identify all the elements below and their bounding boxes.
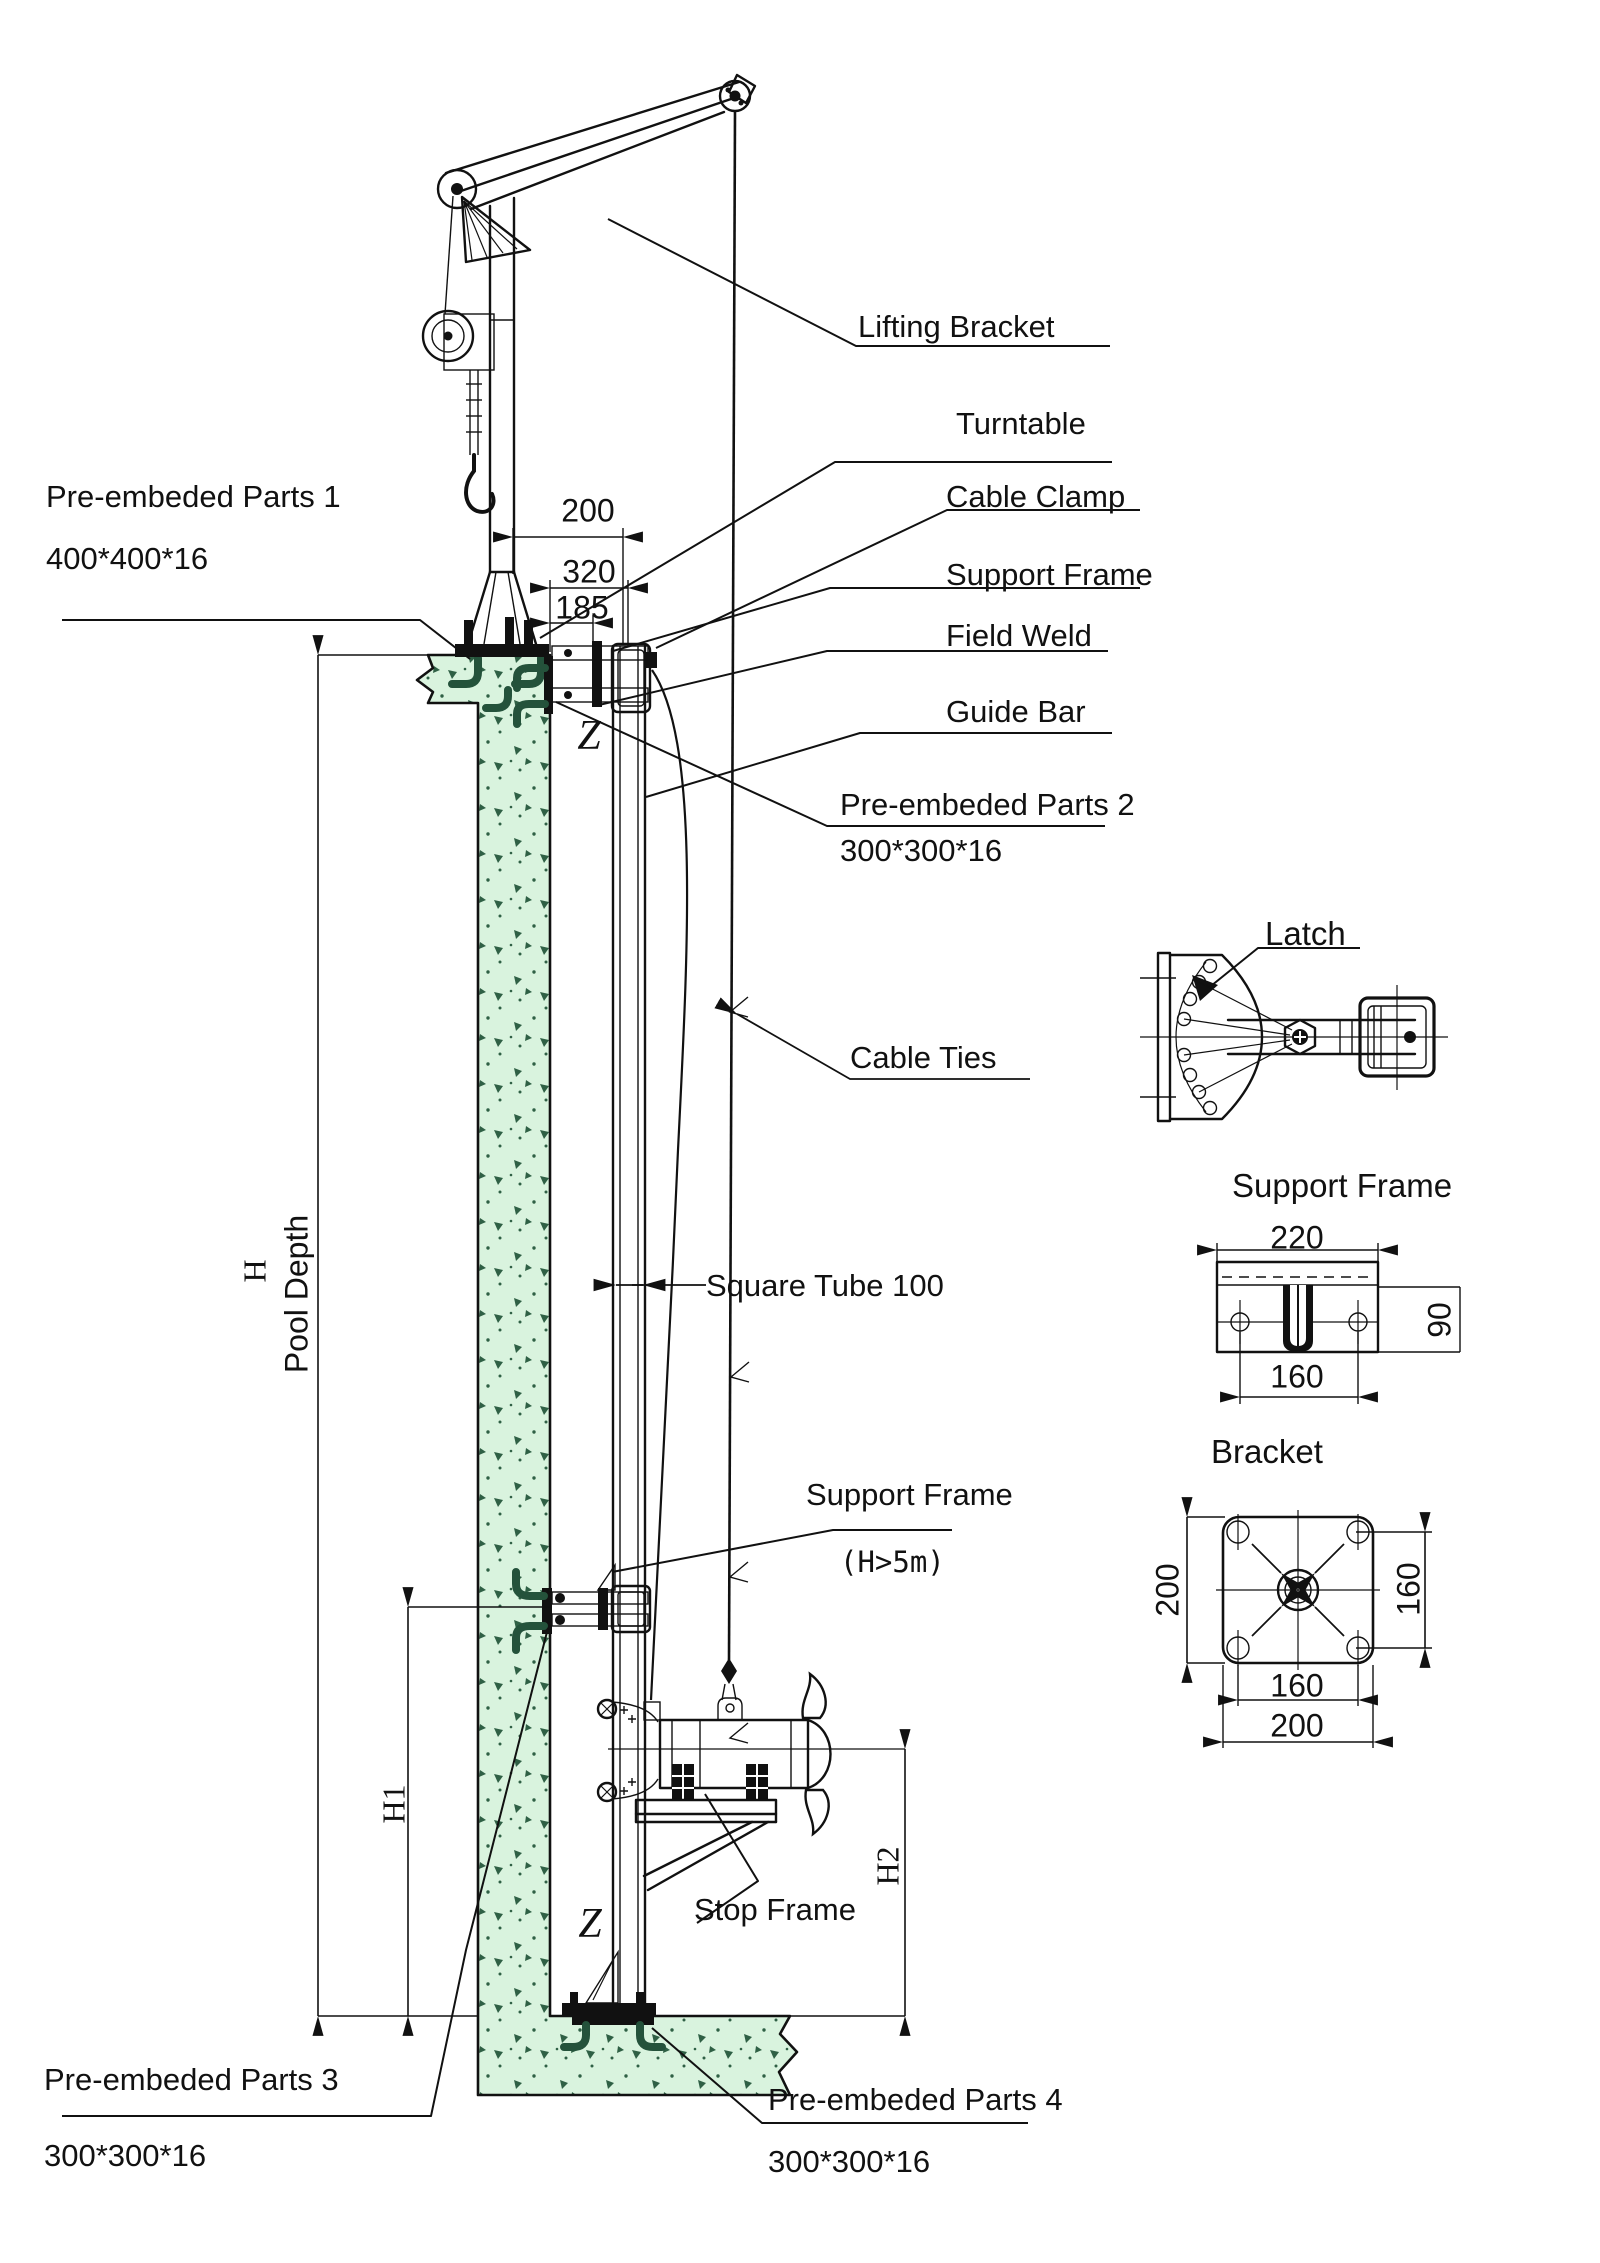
label-pre-embedded-4-size: 300*300*16 — [768, 2144, 931, 2179]
detail-title-bracket: Bracket — [1211, 1433, 1323, 1470]
guide-claw — [596, 1698, 659, 1803]
label-pre-embedded-1-size: 400*400*16 — [46, 541, 209, 576]
detail-title-support-frame: Support Frame — [1232, 1167, 1453, 1204]
label-support-frame-mid-note: (H>5m) — [840, 1545, 945, 1579]
label-pre-embedded-3-size: 300*300*16 — [44, 2138, 207, 2173]
dim-h2: H2 — [869, 1846, 906, 1886]
label-guide-bar: Guide Bar — [946, 694, 1086, 729]
dim-br-160-right: 160 — [1390, 1562, 1427, 1616]
label-stop-frame: Stop Frame — [694, 1892, 856, 1927]
pre-embedded-part-1 — [448, 654, 545, 712]
submersible-mixer — [596, 1658, 905, 1892]
stop-frame-part — [634, 1798, 778, 1892]
label-lifting-bracket: Lifting Bracket — [858, 309, 1055, 344]
support-frame-detail — [1197, 1243, 1461, 1404]
label-pre-embedded-2: Pre-embeded Parts 2 — [840, 787, 1135, 822]
label-pre-embedded-4: Pre-embeded Parts 4 — [768, 2082, 1063, 2117]
dim-200-top: 200 — [561, 492, 615, 529]
middle-support-frame — [551, 1562, 652, 1634]
label-pre-embedded-1: Pre-embeded Parts 1 — [46, 479, 341, 514]
label-turntable: Turntable — [956, 406, 1086, 441]
label-field-weld: Field Weld — [946, 618, 1092, 653]
dim-h1: H1 — [375, 1784, 412, 1824]
pre-embedded-part-3 — [512, 1568, 552, 1654]
label-pre-embedded-3: Pre-embeded Parts 3 — [44, 2062, 339, 2097]
latch-detail — [1140, 951, 1448, 1123]
dim-br-160-bottom: 160 — [1270, 1667, 1324, 1704]
latch-pawl — [1192, 975, 1218, 1001]
weld-symbol-bottom: Z — [578, 1901, 602, 1947]
dim-h-symbol: H — [236, 1259, 273, 1283]
hoist-cable — [727, 110, 750, 1744]
label-cable-ties: Cable Ties — [850, 1040, 997, 1075]
dim-185: 185 — [555, 589, 609, 626]
dim-sf-220: 220 — [1270, 1219, 1324, 1256]
dim-sf-160: 160 — [1270, 1358, 1324, 1395]
label-support-frame-top: Support Frame — [946, 557, 1153, 592]
concrete-structure — [415, 653, 799, 2097]
dimension-lines — [312, 528, 911, 2036]
label-cable-clamp: Cable Clamp — [946, 479, 1126, 514]
label-square-tube: Square Tube 100 — [706, 1268, 944, 1303]
mount-clamps — [672, 1764, 768, 1800]
detail-title-latch: Latch — [1265, 915, 1346, 952]
dim-pool-depth: Pool Depth — [278, 1214, 315, 1374]
davit-crane — [421, 73, 757, 657]
leader-lines — [62, 218, 1360, 2124]
dim-br-200-left: 200 — [1149, 1563, 1186, 1617]
pre-embedded-part-2 — [513, 656, 553, 728]
label-support-frame-mid: Support Frame — [806, 1477, 1013, 1512]
cable-tie-marks — [728, 996, 750, 1744]
pre-embedded-part-4 — [560, 2016, 666, 2051]
label-pre-embedded-2-size: 300*300*16 — [840, 833, 1003, 868]
dim-sf-90: 90 — [1421, 1302, 1458, 1338]
dim-320: 320 — [562, 553, 616, 590]
bottom-bracket — [562, 1949, 656, 2016]
dim-br-200-bottom: 200 — [1270, 1707, 1324, 1744]
bracket-detail — [1181, 1497, 1432, 1748]
weld-symbol-top: Z — [577, 713, 601, 759]
cable-clamp-part — [646, 652, 657, 668]
guide-bar-assembly — [551, 641, 657, 2016]
power-cable — [649, 669, 689, 1701]
top-support-frame — [551, 641, 657, 714]
